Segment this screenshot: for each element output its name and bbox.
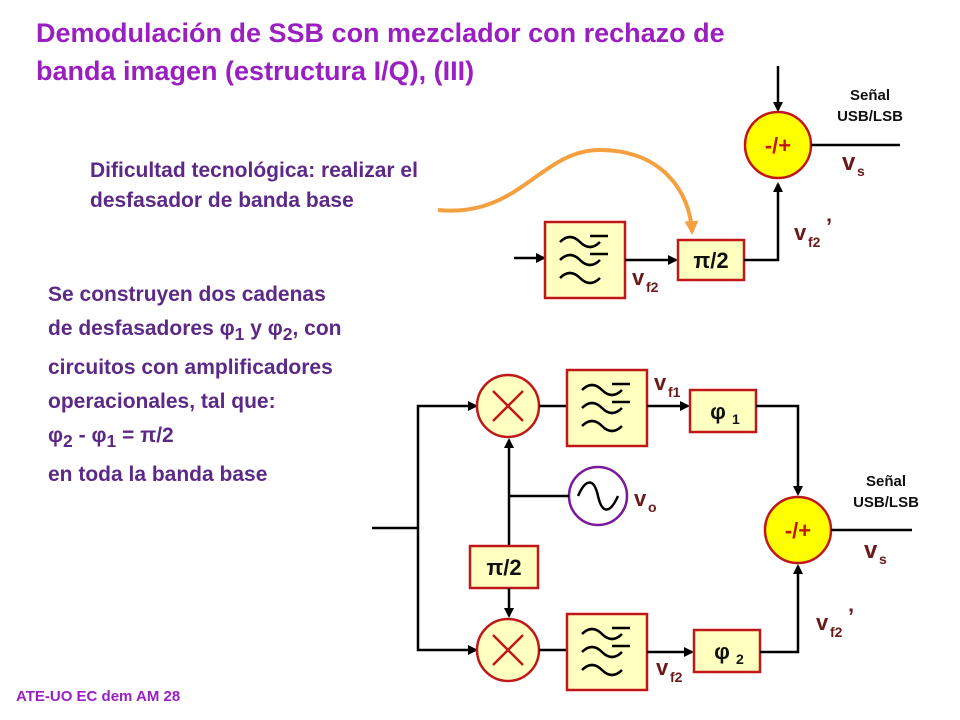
title-line-1: Demodulación de SSB con mezclador con re… bbox=[36, 18, 725, 48]
explanation-text: Se construyen dos cadenas de desfasadore… bbox=[48, 278, 342, 492]
bottom-signal-line1: Señal bbox=[866, 473, 906, 490]
vf1-v: v bbox=[654, 370, 667, 395]
vf2p-v: v bbox=[816, 610, 829, 635]
vf2-sub: f2 bbox=[670, 669, 683, 685]
phi2-label: φ bbox=[714, 639, 730, 664]
phi-sub: 2 bbox=[63, 431, 73, 452]
bottom-circuit: φ 1 φ 2 -/+ Señal USB/LSB v s v o π/2 v … bbox=[372, 368, 919, 692]
vo-v: v bbox=[634, 486, 647, 511]
body-line-2: de desfasadores φ1 y φ2, con bbox=[48, 312, 342, 351]
bottom-output-sub: s bbox=[879, 551, 887, 567]
vf1-sub: f1 bbox=[668, 384, 681, 400]
note-line-1: Dificultad tecnológica: realizar el bbox=[90, 159, 418, 182]
title-line-2: banda imagen (estructura I/Q), (III) bbox=[36, 56, 475, 86]
difficulty-note: Dificultad tecnológica: realizar el desf… bbox=[90, 156, 418, 216]
phi-sub: 1 bbox=[234, 324, 245, 345]
bottom-input-to-mixer2 bbox=[416, 528, 478, 655]
phi-sub: 2 bbox=[282, 324, 293, 345]
vf2-v: v bbox=[656, 655, 669, 680]
phi-symbol: φ bbox=[219, 317, 235, 340]
footer-label: ATE-UO EC dem AM 28 bbox=[16, 688, 181, 705]
phi1-to-sum bbox=[756, 404, 803, 496]
body-line-5-mid: - bbox=[72, 424, 92, 448]
top-signal-line1: Señal bbox=[850, 87, 890, 104]
mixer-2-cross-icon bbox=[492, 634, 524, 666]
top-output-v: v bbox=[842, 149, 856, 176]
top-vf2p-sub: f2 bbox=[808, 234, 821, 250]
body-line-4: operacionales, tal que: bbox=[48, 390, 276, 414]
top-signal-line2: USB/LSB bbox=[837, 108, 903, 125]
body-line-6: en toda la banda base bbox=[48, 463, 268, 487]
note-line-2: desfasador de banda base bbox=[90, 189, 354, 212]
phi-symbol: φ bbox=[91, 424, 107, 448]
pi-symbol: π bbox=[140, 424, 157, 448]
body-line-3: circuitos con amplificadores bbox=[48, 356, 333, 380]
phi1-label: φ bbox=[710, 399, 726, 424]
phi2-sub: 2 bbox=[736, 651, 744, 667]
body-line-2-mid: y bbox=[244, 317, 268, 340]
body-line-2-pre: de desfasadores bbox=[48, 317, 220, 340]
top-output-sub: s bbox=[857, 163, 865, 179]
top-circuit: π/2 -/+ Señal USB/LSB v s v f2 v f2 ’ bbox=[514, 66, 903, 300]
bottom-summer-label: -/+ bbox=[785, 518, 811, 543]
top-phase-shifter bbox=[676, 238, 746, 282]
top-shifter-to-sum bbox=[744, 182, 783, 262]
bottom-output-v: v bbox=[864, 537, 878, 564]
phi1-block bbox=[688, 388, 758, 434]
top-vf2-v: v bbox=[632, 265, 645, 290]
lowpass-filter-1 bbox=[565, 368, 649, 448]
body-line-1: Se construyen dos cadenas bbox=[48, 283, 326, 306]
phi-sub: 1 bbox=[106, 431, 117, 452]
body-line-5: φ2 - φ1 = π/2 bbox=[48, 419, 342, 458]
slide-title: Demodulación de SSB con mezclador con re… bbox=[36, 14, 876, 90]
bottom-signal-line2: USB/LSB bbox=[853, 494, 919, 511]
orange-pointer-arrow bbox=[437, 147, 699, 235]
bottom-phase-shifter bbox=[468, 544, 540, 590]
vf2p-prime: ’ bbox=[848, 604, 854, 629]
bottom-input-to-mixer1 bbox=[416, 401, 478, 528]
top-shifter-label: π/2 bbox=[693, 248, 728, 273]
body-line-5-eq: = bbox=[116, 424, 141, 448]
phi-symbol: φ bbox=[267, 317, 283, 340]
vo-sub: o bbox=[648, 499, 657, 515]
top-vf2p-prime: ’ bbox=[826, 214, 832, 239]
top-vf2p-v: v bbox=[794, 220, 807, 245]
body-line-5-end: /2 bbox=[156, 424, 174, 448]
mixer-1-cross-icon bbox=[492, 390, 524, 422]
phi2-to-sum bbox=[760, 564, 803, 654]
phi-symbol: φ bbox=[48, 424, 64, 448]
vf2p-sub: f2 bbox=[830, 624, 843, 640]
bottom-shifter-label: π/2 bbox=[486, 555, 521, 580]
body-line-2-post: , con bbox=[292, 317, 342, 340]
top-lowpass-filter bbox=[543, 220, 627, 300]
top-summer-label: -/+ bbox=[765, 133, 791, 158]
top-vf2-sub: f2 bbox=[646, 279, 659, 295]
sine-wave-icon bbox=[576, 481, 620, 511]
lowpass-filter-2 bbox=[565, 612, 649, 692]
phi1-sub: 1 bbox=[732, 411, 740, 427]
